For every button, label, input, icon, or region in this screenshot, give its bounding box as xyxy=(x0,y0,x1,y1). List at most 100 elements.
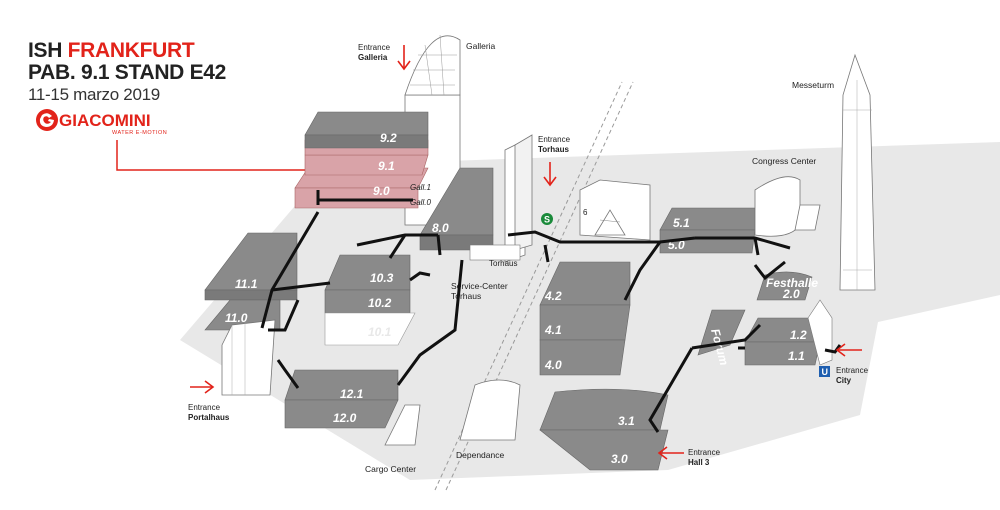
hall-3-1 xyxy=(539,388,669,431)
railway-line xyxy=(434,81,623,491)
walkway xyxy=(691,323,762,350)
walkway xyxy=(388,234,407,259)
label-festhalle-number: 2.0 xyxy=(782,287,800,301)
s-bahn-station: S xyxy=(541,213,553,225)
hall-9-0 xyxy=(294,187,419,209)
entrance-galleria-name: Galleria xyxy=(358,53,388,62)
label-cargo-center: Cargo Center xyxy=(365,464,416,474)
hall-10-3 xyxy=(324,254,411,291)
walkway xyxy=(753,237,760,256)
walkway xyxy=(268,299,300,332)
hall-12-0 xyxy=(284,399,399,429)
hall-label-9-0: 9.0 xyxy=(373,184,390,198)
hall-4-0 xyxy=(539,339,626,376)
hall-label-1-2: 1.2 xyxy=(790,328,807,342)
label-gall-1: Gall.1 xyxy=(410,183,431,192)
u-bahn-station: U xyxy=(819,366,830,377)
label-service-center-1: Service-Center xyxy=(451,281,508,291)
walkway xyxy=(396,259,464,386)
label-dependance: Dependance xyxy=(456,450,504,460)
label-festhalle: Festhalle xyxy=(766,276,818,290)
walkways xyxy=(260,190,842,433)
arrow-left-icon xyxy=(835,343,862,357)
walkway xyxy=(623,241,662,301)
walkway xyxy=(753,260,786,281)
entrance-city-label: Entrance xyxy=(836,366,869,375)
arrow-down-icon xyxy=(397,45,411,71)
hall-9-1 xyxy=(304,154,429,176)
hall-label-10-2: 10.2 xyxy=(368,296,392,310)
arrow-down-icon xyxy=(543,162,557,187)
walkway xyxy=(824,344,842,354)
logo-tagline: WATER E-MOTION xyxy=(112,130,167,136)
label-torhaus-small: Torhaus xyxy=(489,259,517,268)
hall-label-3-1: 3.1 xyxy=(618,414,635,428)
walkway xyxy=(276,359,300,389)
portalhaus-building xyxy=(221,319,276,396)
logo-brand-text: GIACOMINI xyxy=(59,111,151,130)
label-messeturm: Messeturm xyxy=(792,80,834,90)
giacomini-logo: GIACOMINI WATER E-MOTION xyxy=(36,109,167,136)
hall-label-12-1: 12.1 xyxy=(340,387,364,401)
event-dates: 11-15 marzo 2019 xyxy=(28,85,160,104)
walkway xyxy=(409,271,431,282)
entrance-hall3-name: Hall 3 xyxy=(688,458,710,467)
entrance-city-name: City xyxy=(836,376,852,385)
hall-9-2 xyxy=(304,111,429,136)
messeturm-tower xyxy=(839,53,876,291)
entrance-portalhaus-label: Entrance xyxy=(188,403,221,412)
dependance-building xyxy=(459,379,521,441)
hall-label-11-1: 11.1 xyxy=(235,277,258,291)
hall-label-4-0: 4.0 xyxy=(544,358,562,372)
label-service-center-2: Torhaus xyxy=(451,291,481,301)
label-galleria: Galleria xyxy=(466,41,496,51)
stand-pointer-line xyxy=(116,140,305,171)
hall-label-5-1: 5.1 xyxy=(673,216,690,230)
walkway xyxy=(543,244,550,263)
walkway xyxy=(316,190,413,205)
entrance-galleria-label: Entrance xyxy=(358,43,391,52)
hall-label-10-1: 10.1 xyxy=(368,325,392,339)
hall-1-1 xyxy=(744,341,821,366)
congress-center-annex xyxy=(794,204,821,231)
festhalle-building xyxy=(756,271,813,301)
entrance-arrows xyxy=(190,45,862,460)
hall-label-4-2: 4.2 xyxy=(544,289,562,303)
label-gall-0: Gall.0 xyxy=(410,198,431,207)
event-title-frankfurt: FRANKFURT xyxy=(67,39,195,62)
s-bahn-icon: S xyxy=(544,215,550,225)
hall-label-10-3: 10.3 xyxy=(370,271,394,285)
forum-building xyxy=(697,309,746,356)
hall-label-4-1: 4.1 xyxy=(544,323,562,337)
arrow-right-icon xyxy=(190,380,215,394)
hall-label-3-0: 3.0 xyxy=(611,452,628,466)
walkway xyxy=(507,230,696,244)
u-bahn-icon: U xyxy=(822,367,829,377)
hall-9-2-front xyxy=(304,134,429,149)
event-title-ish: ISH xyxy=(28,39,68,62)
stand-info: PAB. 9.1 STAND E42 xyxy=(28,61,227,84)
walkway xyxy=(648,347,694,433)
entrance-torhaus-label: Entrance xyxy=(538,135,571,144)
label-hall-6: 6 xyxy=(583,208,588,217)
hall-10-1 xyxy=(324,312,416,346)
cargo-center-building xyxy=(384,404,421,446)
hall-3-0 xyxy=(539,429,669,471)
arrow-left-icon xyxy=(657,446,684,460)
walkway xyxy=(271,281,331,292)
torhaus-building xyxy=(469,134,533,263)
walkway xyxy=(436,234,442,256)
hall-label-9-2: 9.2 xyxy=(380,131,397,145)
event-header: ISH FRANKFURT PAB. 9.1 STAND E42 11-15 m… xyxy=(28,40,248,105)
hall-label-8-0: 8.0 xyxy=(432,221,449,235)
hall-11-1-front xyxy=(204,289,298,301)
congress-center-building xyxy=(754,176,801,237)
entrance-hall3-label: Entrance xyxy=(688,448,721,457)
hall-label-9-1: 9.1 xyxy=(378,159,395,173)
event-title: ISH FRANKFURT xyxy=(28,40,248,62)
label-congress-center: Congress Center xyxy=(752,156,816,166)
hall-6-building xyxy=(579,179,651,241)
entrance-torhaus-name: Torhaus xyxy=(538,145,570,154)
giacomini-logo-mark xyxy=(36,109,58,131)
